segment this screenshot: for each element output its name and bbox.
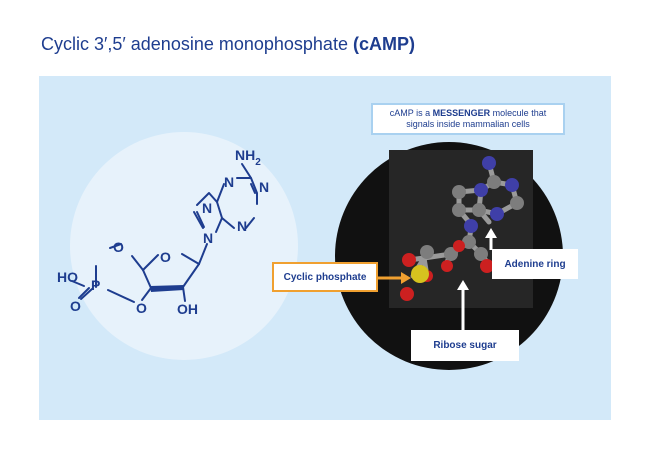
ribose-sugar-arrowhead	[457, 280, 469, 290]
phosphoryl-o: O	[70, 298, 81, 314]
model-image	[389, 150, 533, 308]
bridge-o: O	[113, 239, 124, 255]
adenine-ring-label: Adenine ring	[492, 249, 578, 279]
camp-structural-formula	[71, 163, 258, 303]
phosphorus-label: P	[91, 277, 100, 293]
callout-line-2: signals inside mammalian cells	[406, 119, 530, 129]
callout-line-1: cAMP is a MESSENGER molecule that	[389, 108, 547, 118]
label-pointers	[378, 228, 497, 330]
title-abbrev: (cAMP)	[352, 34, 415, 54]
ho-label: HO	[57, 269, 78, 285]
ribose-sugar-label: Ribose sugar	[411, 330, 519, 361]
cyclic-phosphate-label: Cyclic phosphate	[272, 262, 378, 292]
cyclic-phosphate-arrowhead	[401, 272, 411, 284]
adenine-n-right: N	[259, 179, 269, 195]
messenger-callout: cAMP is a MESSENGER molecule that signal…	[371, 103, 565, 135]
adenine-n-left: N	[202, 200, 212, 216]
adenine-n-top: N	[224, 174, 234, 190]
hydroxyl-label: OH	[177, 301, 198, 317]
adenine-ring-arrowhead	[485, 228, 497, 238]
ribose-ring-o: O	[160, 249, 171, 265]
diagram-canvas: NH2 N N N N N O O O OH HO P O	[57, 132, 563, 370]
title-main: Cyclic 3′,5′ adenosine monophosphate	[41, 34, 348, 54]
diagram-panel: NH2 N N N N N O O O OH HO P O	[39, 76, 611, 420]
cyclic-o: O	[136, 300, 147, 316]
ribose-wedge-bond	[150, 285, 184, 292]
adenine-n-bottom: N	[237, 218, 247, 234]
page-title: Cyclic 3′,5′ adenosine monophosphate (cA…	[41, 34, 415, 55]
ball-and-stick-model	[400, 156, 524, 301]
glycosidic-n-label: N	[203, 230, 213, 246]
amine-label: NH2	[235, 147, 261, 168]
structure-background-circle	[70, 132, 298, 360]
